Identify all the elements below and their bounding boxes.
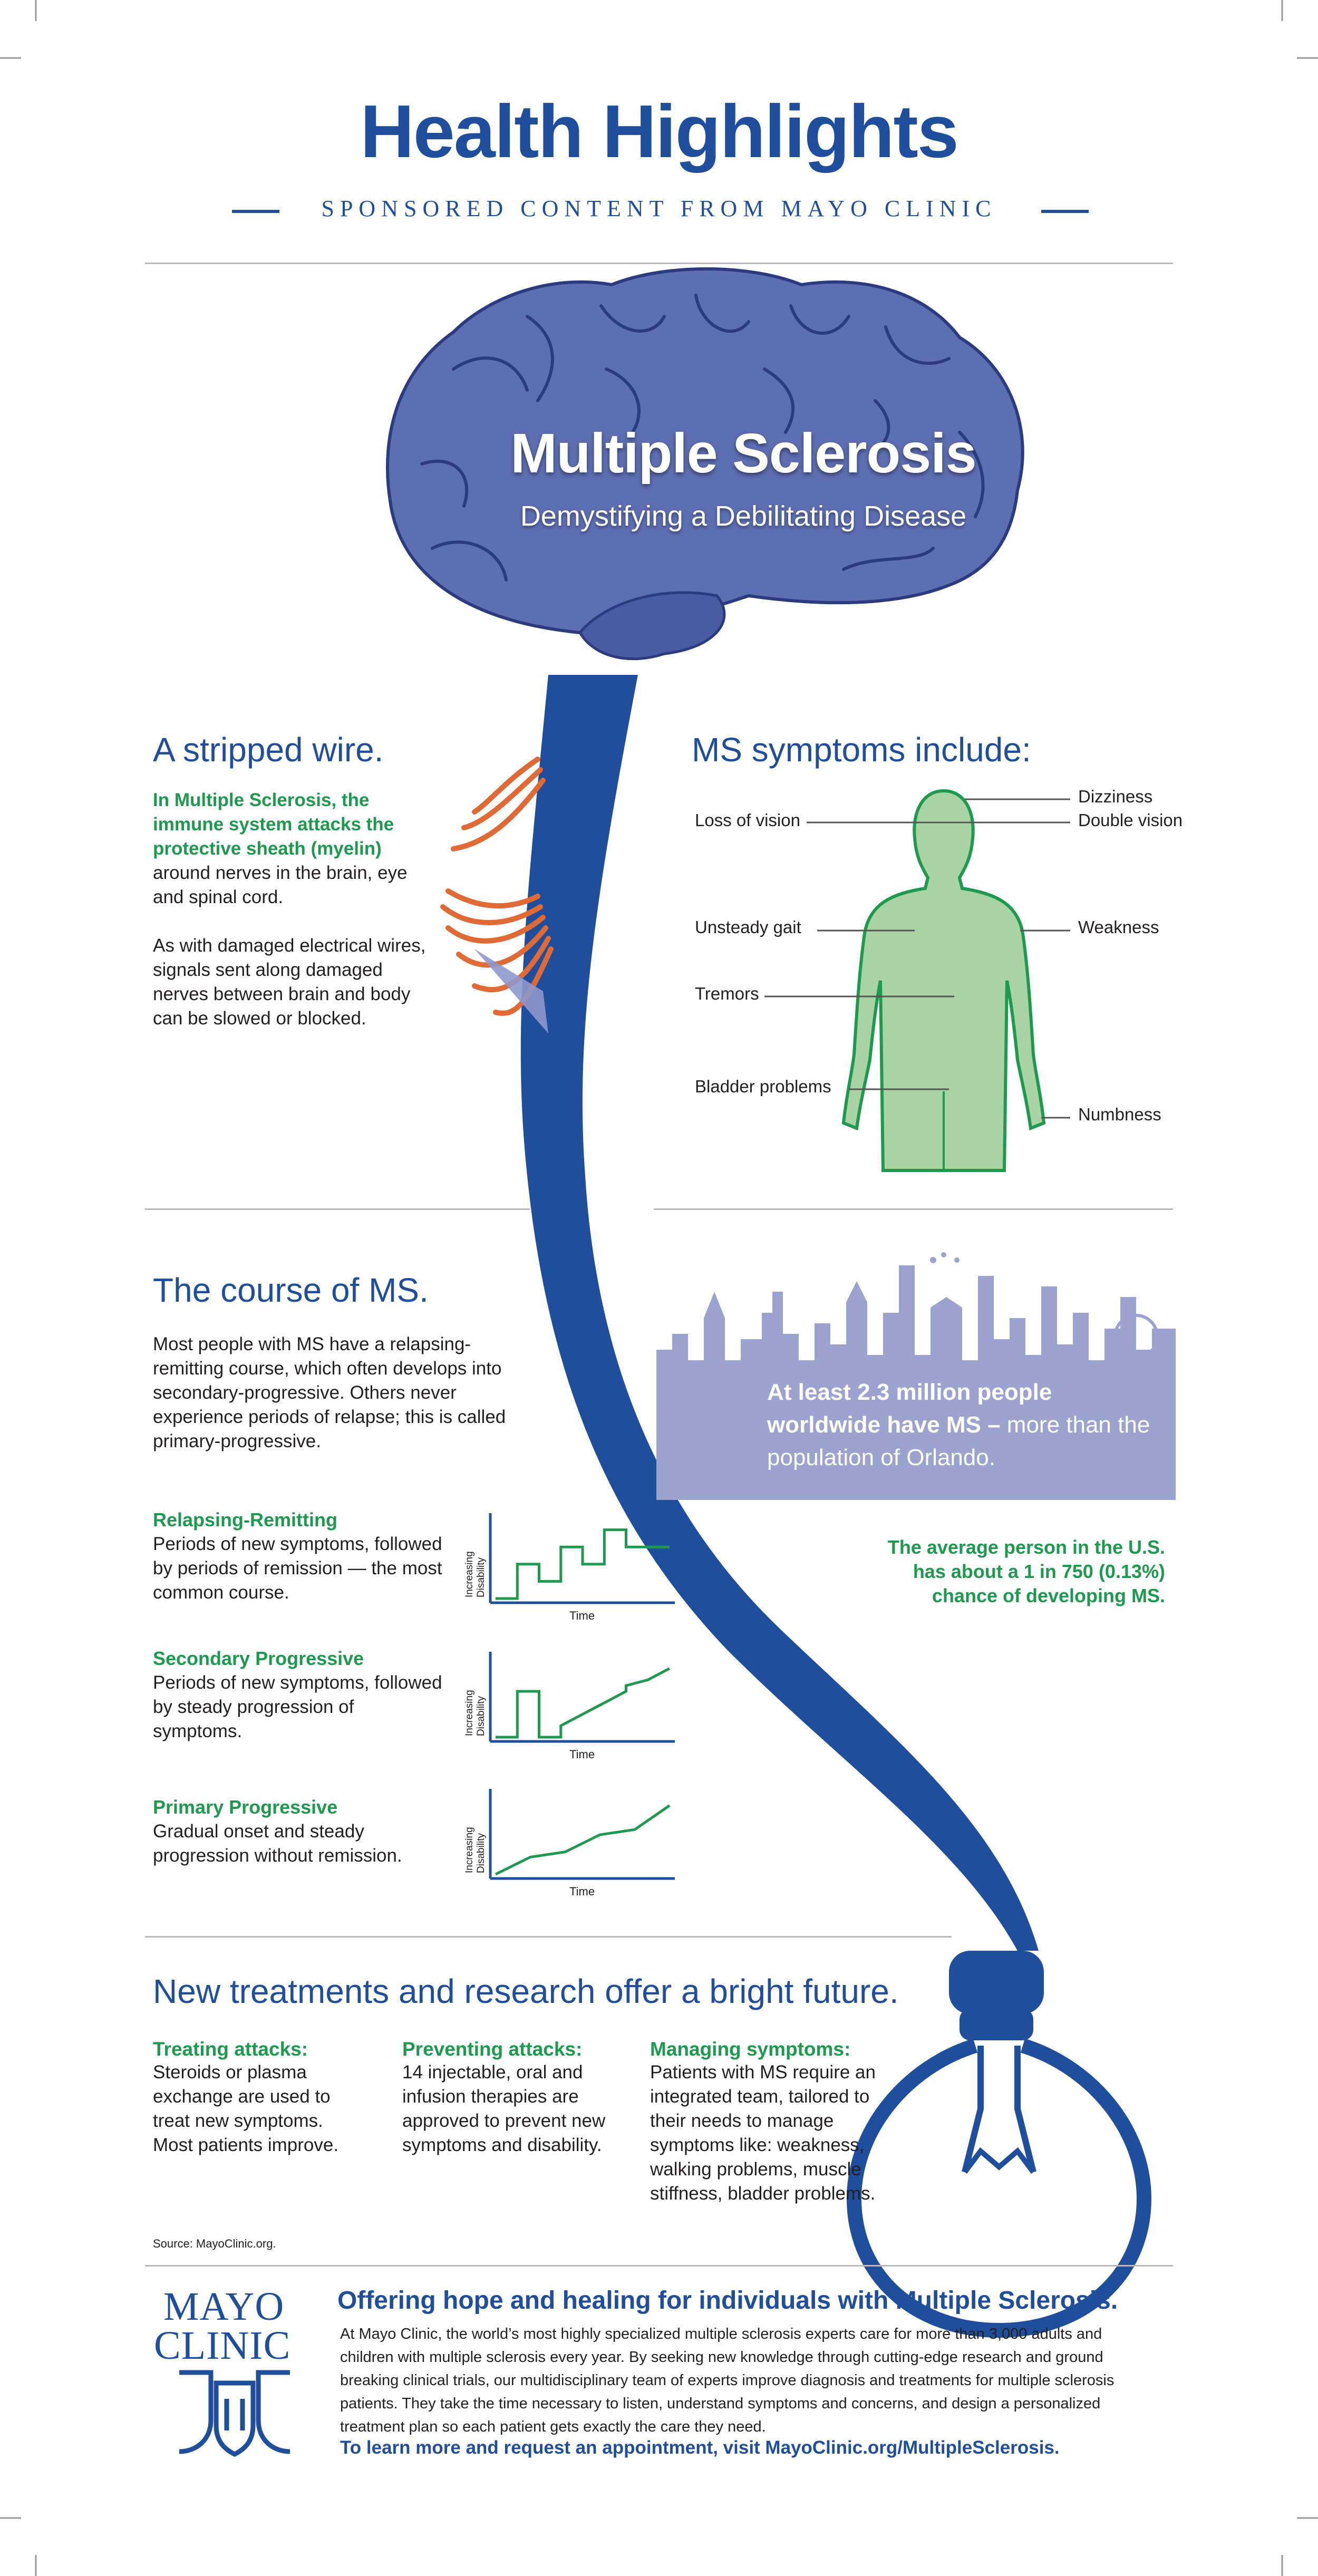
sponsor-line: SPONSORED CONTENT FROM MAYO CLINIC — [321, 196, 997, 221]
y-axis-label-1: Increasing — [464, 1827, 475, 1873]
course-heading: The course of MS. — [153, 1271, 429, 1309]
average-chance-stat: The average person in the U.S. has about… — [887, 1536, 1165, 1606]
frayed-nerve-icon — [440, 757, 554, 1016]
x-axis-label: Time — [569, 1885, 595, 1898]
managing-title: Managing symptoms: — [650, 2038, 851, 2060]
mayo-shield-icon — [179, 2370, 290, 2457]
symptom-unsteady-gait: Unsteady gait — [695, 917, 801, 937]
divider — [145, 1208, 530, 1210]
wire-text-1: around nerves in the brain, eye and spin… — [153, 863, 408, 907]
light-bulb-icon — [846, 1951, 1152, 2338]
x-axis-label: Time — [569, 1609, 595, 1622]
course-primary-title: Primary Progressive — [153, 1796, 338, 1818]
y-axis-label-2: Disability — [476, 1696, 487, 1736]
ms-population-stat: At least 2.3 million people worldwide ha… — [767, 1376, 1157, 1474]
course-intro: Most people with MS have a relapsing-rem… — [153, 1334, 506, 1451]
brain-icon — [386, 267, 1024, 661]
wire-text-2: As with damaged electrical wires, signal… — [153, 935, 426, 1029]
future-col-managing: Managing symptoms: Patients with MS requ… — [650, 2038, 898, 2206]
symptoms-heading: MS symptoms include: — [692, 731, 1031, 769]
symptom-dizziness: Dizziness — [1078, 787, 1153, 806]
course-secondary: Secondary Progressive Periods of new sym… — [153, 1647, 448, 1744]
stat-rest: more than the population of Orlando. — [767, 1412, 1150, 1470]
course-secondary-text: Periods of new symptoms, followed by ste… — [153, 1672, 442, 1741]
human-figure — [841, 789, 1046, 1172]
hero-title: Multiple Sclerosis — [510, 422, 976, 485]
wire-heading: A stripped wire. — [153, 731, 384, 769]
symptom-bladder-problems: Bladder problems — [695, 1077, 831, 1096]
divider — [145, 2265, 1173, 2267]
disability-series-line — [495, 1804, 671, 1876]
y-axis-label-2: Disability — [476, 1833, 487, 1873]
sponsor-rule-left — [232, 210, 279, 213]
divider — [145, 263, 1173, 264]
page-title: Health Highlights — [360, 90, 959, 173]
disability-series-line — [496, 1667, 671, 1739]
treating-text: Steroids or plasma exchange are used to … — [153, 2062, 339, 2155]
mayo-clinic-logo-text: MAYO CLINIC — [154, 2284, 291, 2368]
footer-cta-link[interactable]: To learn more and request an appointment… — [340, 2437, 1060, 2458]
course-relapsing-title: Relapsing-Remitting — [153, 1509, 338, 1531]
divider — [654, 1208, 1173, 1210]
symptom-tremors: Tremors — [695, 984, 759, 1003]
y-axis-label-1: Increasing — [464, 1690, 475, 1736]
nerve-sheath-shadow — [474, 949, 548, 1033]
course-relapsing-text: Periods of new symptoms, followed by per… — [153, 1534, 442, 1603]
wire-highlight: In Multiple Sclerosis, the immune system… — [153, 790, 394, 859]
symptom-double-vision: Double vision — [1078, 810, 1183, 830]
spinal-nerve — [520, 675, 1039, 1951]
stat-bold: At least 2.3 million people worldwide ha… — [767, 1379, 1052, 1438]
y-axis-label-2: Disability — [476, 1557, 487, 1597]
symptom-weakness: Weakness — [1078, 917, 1159, 937]
course-relapsing: Relapsing-Remitting Periods of new sympt… — [153, 1508, 448, 1605]
preventing-text: 14 injectable, oral and infusion therapi… — [402, 2062, 606, 2155]
course-primary-text: Gradual onset and steady progression wit… — [153, 1821, 402, 1866]
managing-text: Patients with MS require an integrated t… — [650, 2062, 876, 2204]
footer-heading: Offering hope and healing for individual… — [337, 2287, 1118, 2314]
city-skyline — [656, 1252, 1176, 1500]
treating-title: Treating attacks: — [153, 2038, 308, 2060]
sponsor-rule-right — [1041, 210, 1089, 213]
future-col-preventing: Preventing attacks: 14 injectable, oral … — [402, 2038, 624, 2157]
future-heading: New treatments and research offer a brig… — [153, 1972, 899, 2010]
symptom-numbness: Numbness — [1078, 1105, 1161, 1124]
divider — [145, 1936, 952, 1938]
course-secondary-title: Secondary Progressive — [153, 1648, 364, 1669]
symptom-loss-of-vision: Loss of vision — [695, 810, 800, 830]
footer-text: At Mayo Clinic, the world’s most highly … — [340, 2326, 1115, 2435]
logo-line-1: MAYO — [163, 2284, 285, 2329]
wire-text: In Multiple Sclerosis, the immune system… — [153, 788, 427, 1031]
logo-line-2: CLINIC — [154, 2323, 291, 2368]
source-note: Source: MayoClinic.org. — [153, 2237, 276, 2250]
hero-subtitle: Demystifying a Debilitating Disease — [520, 500, 967, 532]
x-axis-label: Time — [569, 1748, 595, 1761]
y-axis-label-1: Increasing — [464, 1551, 475, 1597]
course-primary: Primary Progressive Gradual onset and st… — [153, 1795, 448, 1868]
preventing-title: Preventing attacks: — [402, 2038, 583, 2060]
future-col-treating: Treating attacks: Steroids or plasma exc… — [153, 2038, 364, 2157]
disability-series-line — [496, 1528, 670, 1600]
